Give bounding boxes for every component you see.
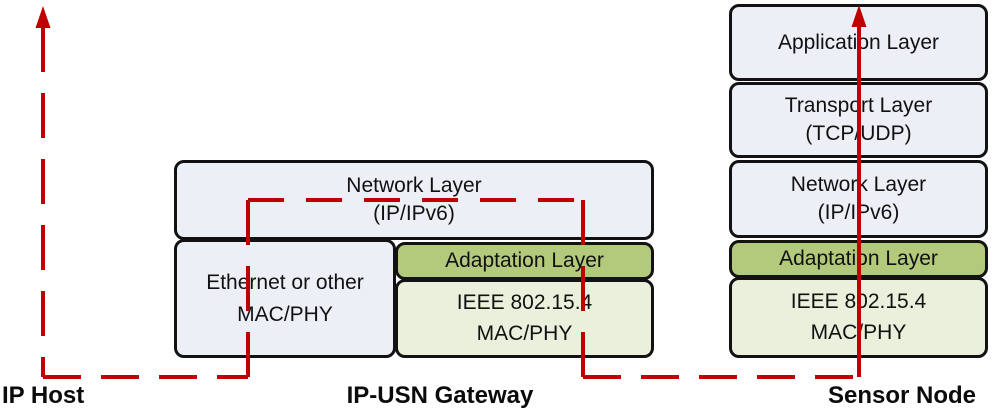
gateway-ieee-line1: IEEE 802.15.4 (456, 291, 593, 315)
sensor-network-layer-box: Network Layer (IP/IPv6) (729, 160, 988, 238)
sensor-adaptation-label: Adaptation Layer (779, 247, 938, 271)
sensor-ieee-line2: MAC/PHY (810, 320, 907, 344)
sensor-node-label: Sensor Node (827, 382, 977, 409)
sensor-transport-layer-box: Transport Layer (TCP/UDP) (729, 82, 988, 158)
sensor-application-layer-box: Application Layer (729, 4, 988, 81)
gateway-ieee-802-15-4-box: IEEE 802.15.4 MAC/PHY (395, 279, 654, 358)
sensor-transport-line1: Transport Layer (784, 94, 933, 118)
gateway-ethernet-mac-phy-box: Ethernet or other MAC/PHY (174, 239, 396, 358)
gateway-ethernet-line1: Ethernet or other (206, 271, 364, 294)
gateway-label: IP-USN Gateway (346, 382, 534, 409)
sensor-ieee-line1: IEEE 802.15.4 (790, 290, 927, 314)
sensor-transport-line2: (TCP/UDP) (805, 122, 912, 145)
ip-host-label: IP Host (2, 382, 85, 409)
sensor-adaptation-layer-box: Adaptation Layer (729, 240, 988, 278)
sensor-ieee-802-15-4-box: IEEE 802.15.4 MAC/PHY (729, 277, 988, 358)
gateway-adaptation-layer-box: Adaptation Layer (395, 242, 654, 280)
gateway-ieee-line2: MAC/PHY (476, 321, 573, 345)
gateway-adaptation-label: Adaptation Layer (445, 249, 604, 273)
gateway-network-layer-line1: Network Layer (346, 174, 482, 198)
sensor-application-label: Application Layer (777, 30, 940, 54)
gateway-network-layer-box: Network Layer (IP/IPv6) (174, 160, 654, 240)
gateway-network-layer-line2: (IP/IPv6) (373, 202, 455, 225)
ip-host-arrowhead-up-icon (35, 6, 51, 28)
sensor-network-line1: Network Layer (790, 173, 927, 197)
gateway-ethernet-line2: MAC/PHY (237, 302, 333, 326)
sensor-network-line2: (IP/IPv6) (817, 201, 900, 224)
